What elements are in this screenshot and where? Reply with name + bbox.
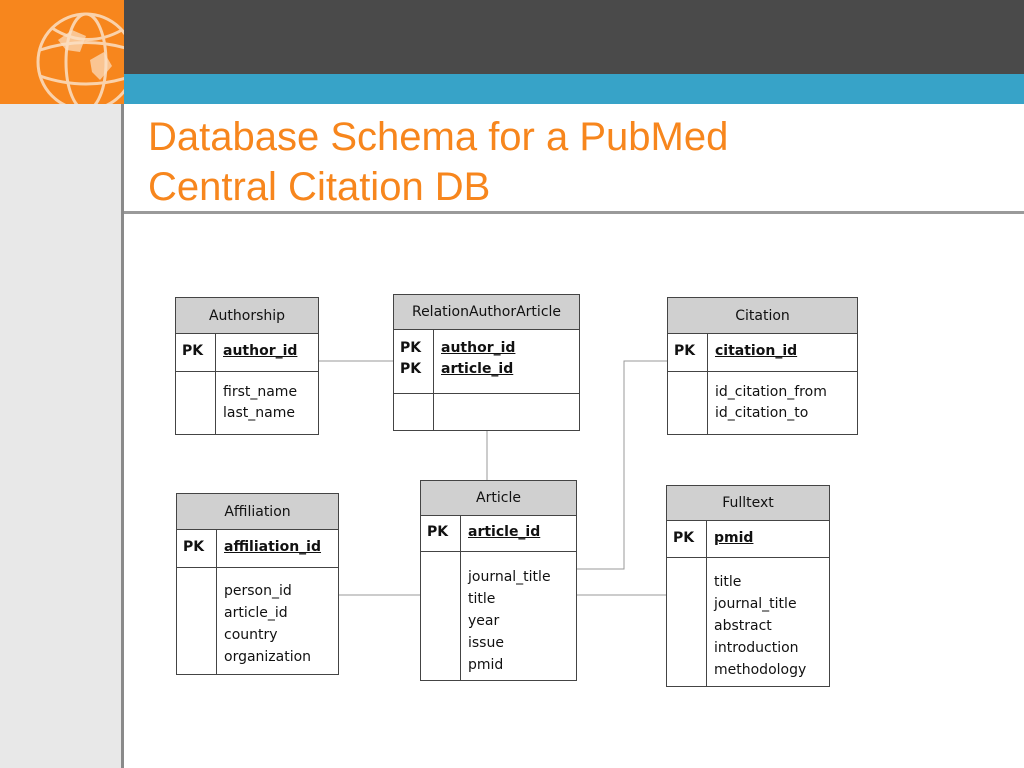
entity-title: Affiliation [177,494,338,530]
entity-title: Article [421,481,576,516]
attribute: id_citation_from [715,384,827,400]
key-column [177,568,217,674]
attribute: issue [468,635,504,651]
entity-title: RelationAuthorArticle [394,295,579,330]
primary-key-row: PK affiliation_id [177,530,338,568]
primary-key-row: PK citation_id [668,334,857,372]
entity-fulltext: Fulltext PK pmid title journal_title abs… [666,485,830,687]
attribute: first_name [223,384,298,400]
entity-title: Authorship [176,298,318,334]
connector-article-citation [576,360,667,570]
attribute: year [468,613,500,629]
attribute-list: journal_title title year issue pmid [461,552,576,680]
attribute: title [468,591,496,607]
key-column: PK [421,516,461,551]
banner-stripe [0,74,1024,104]
attribute-list: first_name last_name [216,372,318,434]
key-column [668,372,708,434]
key-column: PK [177,530,217,567]
primary-key-row: PK pmid [667,521,829,558]
side-panel [0,104,121,768]
attribute: journal_title [468,569,551,585]
attribute: last_name [223,405,295,421]
attributes-row: journal_title title year issue pmid [421,552,576,680]
attribute-list: title journal_title abstract introductio… [707,558,829,686]
attributes-row: title journal_title abstract introductio… [667,558,829,686]
key-column: PK [668,334,708,371]
entity-title: Fulltext [667,486,829,521]
pk-fields: article_id [461,516,576,551]
key-column [394,394,434,430]
pk-label: PK [183,539,205,555]
slide-title: Database Schema for a PubMed Central Cit… [148,115,729,209]
pk-fields: author_id article_id [434,330,579,393]
attribute: abstract [714,618,772,634]
attributes-row: first_name last_name [176,372,318,434]
entity-relation-author-article: RelationAuthorArticle PK PK author_id ar… [393,294,580,431]
pk-field: article_id [468,524,541,540]
globe-icon [36,12,124,104]
primary-key-row: PK article_id [421,516,576,552]
key-column: PK PK [394,330,434,393]
side-divider [121,104,124,768]
attributes-row: id_citation_from id_citation_to [668,372,857,434]
attribute-list [434,394,579,430]
pk-field: article_id [441,361,514,377]
pk-field: citation_id [715,343,798,359]
pk-field: author_id [223,343,298,359]
attribute: person_id [224,583,292,599]
entity-citation: Citation PK citation_id id_citation_from… [667,297,858,435]
attribute-list: person_id article_id country organizatio… [217,568,338,674]
pk-label: PK [673,530,695,546]
pk-label: PK [400,340,422,356]
pk-label: PK [674,343,696,359]
key-column [667,558,707,686]
key-column [176,372,216,434]
attributes-row [394,394,579,430]
attribute: title [714,574,742,590]
attribute: country [224,627,278,643]
attributes-row: person_id article_id country organizatio… [177,568,338,674]
pk-fields: author_id [216,334,318,371]
entity-affiliation: Affiliation PK affiliation_id person_id … [176,493,339,675]
entity-title: Citation [668,298,857,334]
entity-authorship: Authorship PK author_id first_name last_… [175,297,319,435]
logo [0,0,124,104]
attribute-list: id_citation_from id_citation_to [708,372,857,434]
attribute: id_citation_to [715,405,809,421]
title-divider [124,211,1024,214]
attribute: organization [224,649,312,665]
attribute: methodology [714,662,807,678]
pk-field: pmid [714,530,754,546]
attribute: article_id [224,605,288,621]
pk-label: PK [182,343,204,359]
pk-fields: citation_id [708,334,857,371]
pk-fields: affiliation_id [217,530,338,567]
attribute: pmid [468,657,504,673]
key-column: PK [176,334,216,371]
pk-label: PK [400,361,422,377]
attribute: introduction [714,640,799,656]
primary-key-row: PK PK author_id article_id [394,330,579,394]
attribute: journal_title [714,596,797,612]
pk-label: PK [427,524,449,540]
pk-fields: pmid [707,521,829,557]
entity-article: Article PK article_id journal_title titl… [420,480,577,681]
pk-field: affiliation_id [224,539,322,555]
key-column [421,552,461,680]
key-column: PK [667,521,707,557]
title-banner [0,0,1024,74]
primary-key-row: PK author_id [176,334,318,372]
pk-field: author_id [441,340,516,356]
